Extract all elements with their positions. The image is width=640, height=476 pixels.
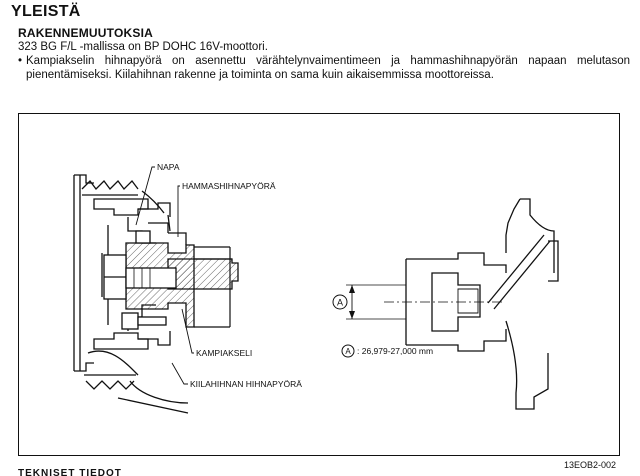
shaft-extension [194,246,231,328]
legend-marker-label: A [345,347,351,356]
legend-dimension-text: : 26,979-27,000 mm [357,346,433,356]
figure-drawing: NAPA HAMMASHIHNAPYÖRÄ KAMPIAKSELI KIILAH… [73,162,559,414]
right-detail [346,198,559,410]
leader-lines [135,166,194,385]
hub-and-shaft [103,222,239,330]
bullet-dot: • [18,55,23,67]
label-hammashihnapyora: HAMMASHIHNAPYÖRÄ [182,181,276,191]
bullet-item: • Kampiakselin hihnapyörä on asennettu v… [18,55,630,82]
dimension-arrows [349,285,355,319]
dimension-legend: A : 26,979-27,000 mm [341,344,433,358]
figure-frame [18,113,620,456]
label-napa: NAPA [157,162,180,172]
figure-code: 13EOB2-002 [563,460,616,470]
dimension-marker-a: A [332,294,348,310]
section-subheading: RAKENNEMUUTOKSIA [18,26,153,40]
intro-line: 323 BG F/L -mallissa on BP DOHC 16V-moot… [18,41,268,53]
page-heading: YLEISTÄ [11,3,81,20]
label-kiilahihnan: KIILAHIHNAN HIHNAPYÖRÄ [190,379,302,389]
figure-labels: NAPA HAMMASHIHNAPYÖRÄ KAMPIAKSELI KIILAH… [157,162,302,389]
dim-marker-label: A [337,298,343,308]
bullet-text: Kampiakselin hihnapyörä on asennettu vär… [26,55,630,81]
next-section-heading-partial: TEKNISET TIEDOT [18,468,122,476]
label-kampiakseli: KAMPIAKSELI [196,348,252,358]
